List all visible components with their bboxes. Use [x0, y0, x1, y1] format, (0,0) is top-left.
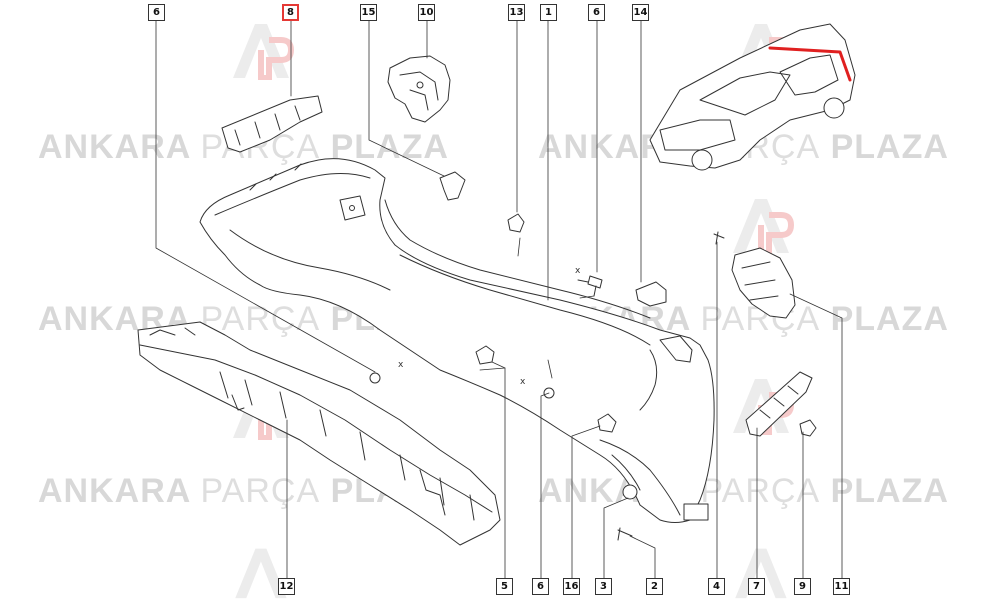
- watermark-logo-4: [733, 199, 795, 255]
- callout-4: 4: [708, 578, 725, 595]
- callout-10: 10: [418, 4, 435, 21]
- watermark-row-1-left: ANKARA PARÇA PLAZA: [38, 128, 449, 166]
- part-4-screw: [713, 231, 725, 245]
- callout-14: 14: [632, 4, 649, 21]
- axis-mark-x-2: x: [520, 377, 526, 387]
- part-15-clip: [439, 171, 466, 201]
- callout-1: 1: [540, 4, 557, 21]
- axis-mark-x-1: x: [398, 360, 404, 370]
- callout-2: 2: [646, 578, 663, 595]
- leader-lines: [155, 19, 843, 579]
- callout-6-bottom: 6: [532, 578, 549, 595]
- callout-8-highlighted: 8: [282, 4, 299, 21]
- part-13-clip: [507, 213, 525, 233]
- callout-13: 13: [508, 4, 525, 21]
- part-7-strip: [745, 371, 813, 437]
- callout-16: 16: [563, 578, 580, 595]
- callout-6-top-left: 6: [148, 4, 165, 21]
- part-6-screw-top: [577, 275, 603, 297]
- part-8-bracket: [221, 95, 323, 153]
- callout-15: 15: [360, 4, 377, 21]
- callout-7: 7: [748, 578, 765, 595]
- part-16-clip: [597, 413, 617, 433]
- part-2-screw: [617, 527, 633, 541]
- plate: [683, 503, 709, 521]
- watermark-logo-7: [235, 548, 287, 599]
- callout-5: 5: [496, 578, 513, 595]
- part-5-clip: [475, 345, 495, 365]
- energy-absorber: [137, 321, 501, 546]
- part-9-clip: [799, 419, 817, 437]
- callout-9: 9: [794, 578, 811, 595]
- part-10-bracket: [387, 55, 451, 123]
- part-14-bracket: [635, 281, 667, 307]
- callout-11: 11: [833, 578, 850, 595]
- axis-mark-x-3: x: [575, 266, 581, 276]
- vehicle-thumbnail: [649, 23, 856, 171]
- part-3-grommet: [622, 484, 638, 500]
- callout-6-top-right: 6: [588, 4, 605, 21]
- callout-3: 3: [595, 578, 612, 595]
- callout-12: 12: [278, 578, 295, 595]
- part-11-side-bracket: [731, 247, 796, 319]
